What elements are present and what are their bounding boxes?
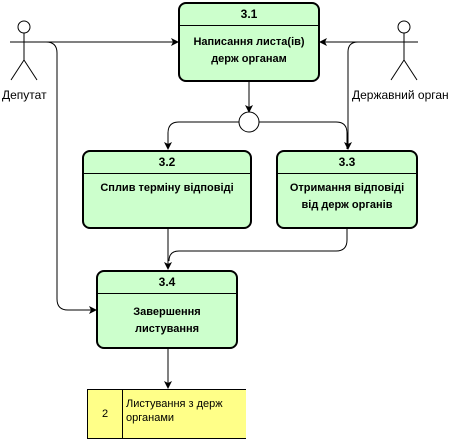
process-label: Написання листа(ів) держ органам [193,36,305,65]
process-label: Сплив терміну відповіді [100,182,234,194]
flow-junction-to-3-3 [259,121,348,149]
actor-right-figure [390,20,418,81]
process-label: Завершення листування [133,306,201,335]
process-divider [180,25,318,26]
process-id: 3.4 [158,275,176,289]
flow-junction-to-3-2 [164,121,239,150]
datastore-2[interactable]: 2 Листування з держ органами [87,389,246,439]
datastore-label: Листування з держ органами [126,398,223,424]
junction-node [238,111,260,133]
actor-left-figure [10,20,38,81]
actor-right-label: Державний орган [352,88,449,102]
actor-left-label: Депутат [2,88,47,102]
flow-deputy-to-3-4 [45,41,97,314]
process-id: 3.1 [240,7,258,21]
process-3-1[interactable]: 3.1 Написання листа(ів) держ органам [178,2,320,82]
process-3-2[interactable]: 3.2 Сплив терміну відповіді [82,150,252,229]
process-divider [84,173,250,174]
flow-gov-to-3-3 [344,41,359,150]
process-id: 3.2 [158,155,176,169]
process-id: 3.3 [338,155,356,169]
process-divider [98,293,236,294]
flow-3-3-to-3-4 [168,229,348,262]
datastore-id: 2 [88,390,123,438]
process-label: Отримання відповіді від держ органів [289,182,405,211]
process-3-3[interactable]: 3.3 Отримання відповіді від держ органів [276,150,418,229]
process-3-4[interactable]: 3.4 Завершення листування [96,270,238,349]
process-divider [278,173,416,174]
